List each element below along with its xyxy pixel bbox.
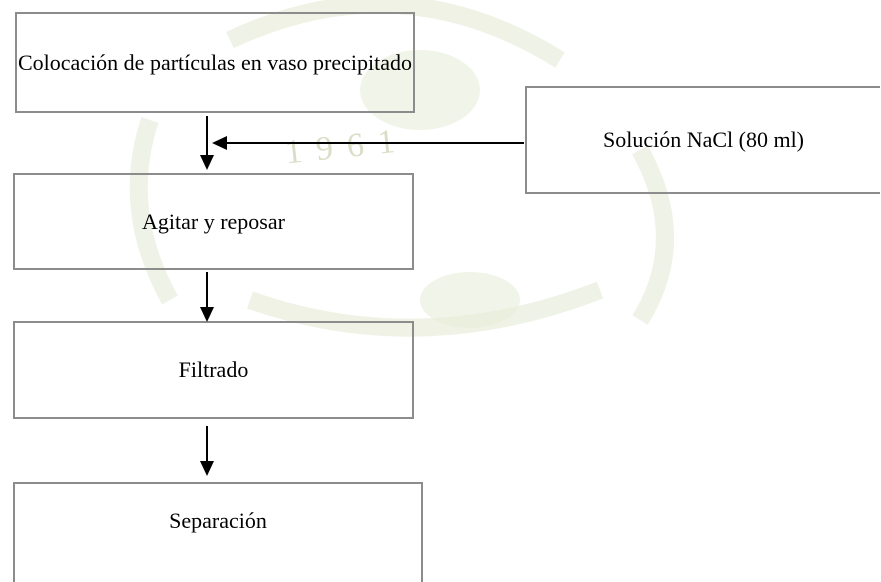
step-filter-label: Filtrado [178,357,249,382]
nacl-solution-label: Solución NaCl (80 ml) [602,127,805,152]
arrow-step1-to-step2 [200,116,214,170]
nacl-solution-box: Solución NaCl (80 ml) [525,86,880,194]
step-separation-label: Separación [169,508,267,533]
arrow-step3-to-step4 [200,426,214,476]
arrow-nacl-to-flow [212,136,524,150]
step-stir-rest-label: Agitar y reposar [142,208,285,234]
arrow-step2-to-step3 [200,272,214,322]
step-placement-box: Colocación de partículas en vaso precipi… [15,12,415,113]
step-stir-rest-box: Agitar y reposar [13,173,414,270]
step-separation-box: Separación [13,482,423,582]
flow-arrows [200,116,524,476]
step-placement-label: Colocación de partículas en vaso precipi… [17,49,413,75]
step-filter-box: Filtrado [13,321,414,419]
